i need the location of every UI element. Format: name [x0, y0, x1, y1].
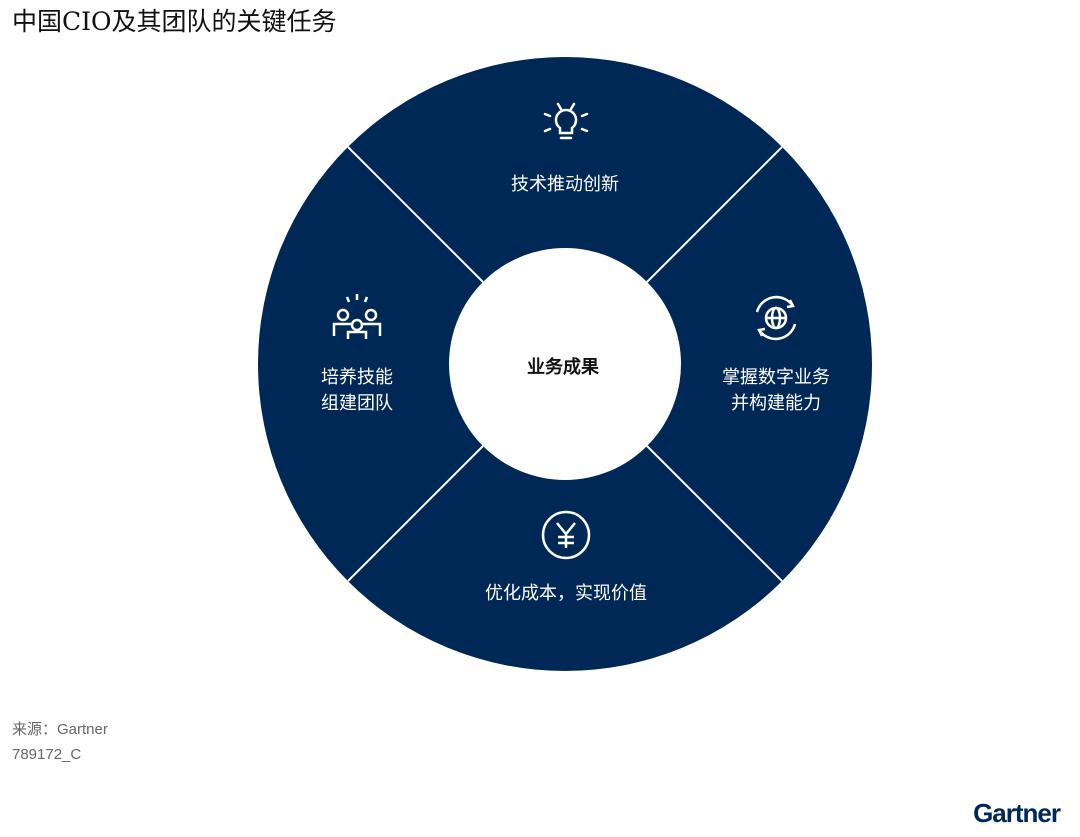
page-title: 中国CIO及其团队的关键任务 — [12, 7, 337, 36]
segment-label: 掌握数字业务 — [722, 367, 830, 388]
source-note: 来源：Gartner — [12, 721, 108, 738]
center-label: 业务成果 — [527, 357, 599, 378]
divider-line — [347, 445, 484, 582]
center-circle — [449, 248, 681, 480]
yen-icon — [541, 510, 591, 560]
divider-line — [646, 146, 783, 283]
segment-label: 并构建能力 — [731, 393, 821, 414]
globe-refresh-icon — [755, 295, 797, 341]
divider-line — [646, 445, 783, 582]
dividers — [347, 146, 783, 582]
segment-skills-team: 培养技能组建团队 — [321, 365, 393, 417]
team-icon — [332, 294, 382, 339]
gartner-logo: Gartner — [973, 798, 1061, 828]
segment-label: 培养技能 — [321, 367, 393, 388]
segment-label: 优化成本，实现价值 — [485, 583, 647, 604]
segment-label: 组建团队 — [321, 393, 393, 414]
segment-tech-innovation: 技术推动创新 — [511, 172, 619, 198]
figure-id: 789172_C — [12, 746, 82, 763]
segment-label: 技术推动创新 — [511, 174, 619, 195]
divider-line — [347, 146, 484, 283]
lightbulb-icon — [543, 102, 589, 140]
segment-cost-value: 优化成本，实现价值 — [485, 581, 647, 607]
segment-digital-business: 掌握数字业务并构建能力 — [722, 365, 830, 417]
